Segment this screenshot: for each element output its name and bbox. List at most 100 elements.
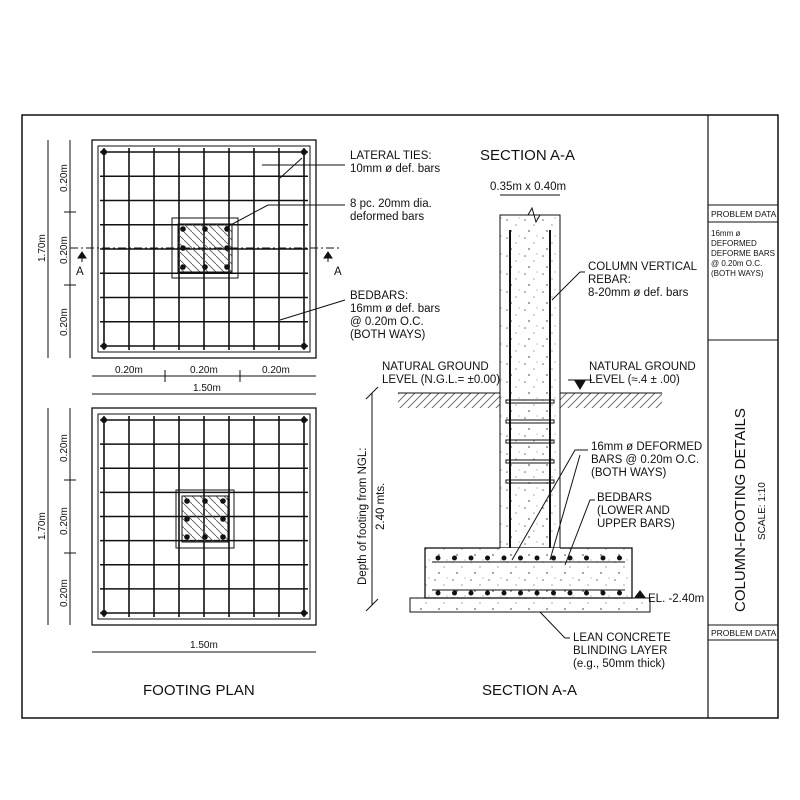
section-arrow-right xyxy=(323,251,333,262)
dim-bottom: 0.20m xyxy=(115,365,143,376)
note-line: DEFORME BARS xyxy=(711,249,775,258)
section-title-top: SECTION A-A xyxy=(480,147,575,164)
footing-plan-top: A A 1.70m 0.20m 0.20m 0.20m 0.20m 0.20m … xyxy=(37,139,440,395)
column-bar xyxy=(202,264,208,270)
dim-bottom: 0.20m xyxy=(190,365,218,376)
note-line: 16mm ø xyxy=(711,229,740,238)
label-thickness: (e.g., 50mm thick) xyxy=(573,658,665,670)
label-column-rebar-spec: 8-20mm ø def. bars xyxy=(588,287,689,299)
dim-overall-left: 1.70m xyxy=(37,512,48,540)
dim-overall-bottom: 1.50m xyxy=(193,383,221,394)
column-bar xyxy=(220,498,226,504)
bar-top xyxy=(600,555,606,561)
bar-bottom xyxy=(567,590,573,596)
corner-bar xyxy=(101,417,107,423)
note-line: (BOTH WAYS) xyxy=(711,269,764,278)
column-bar xyxy=(184,498,190,504)
label-lateral-ties-spec: 10mm ø def. bars xyxy=(350,163,440,175)
bar-top xyxy=(501,555,507,561)
bar-top xyxy=(435,555,441,561)
elevation-marker-icon xyxy=(634,590,646,598)
bar-top xyxy=(584,555,589,561)
label-deformed-bars-spacing: BARS @ 0.20m O.C. xyxy=(591,454,699,466)
footing-plan-bottom: 1.70m 0.20m 0.20m 0.20m 1.50m FOOTING PL… xyxy=(37,407,317,699)
ngl-label-right: NATURAL GROUND xyxy=(589,361,696,373)
sheet-frame xyxy=(21,114,779,719)
column-bar xyxy=(184,516,190,522)
bar-bottom xyxy=(600,590,606,596)
section-marker-left: A xyxy=(76,266,84,278)
label-bedbars-lower-upper: (LOWER AND xyxy=(597,505,670,517)
bar-top xyxy=(567,555,573,561)
bar-bottom xyxy=(468,590,474,596)
corner-bar xyxy=(101,343,107,349)
label-lateral-ties: LATERAL TIES: xyxy=(350,150,432,162)
label-bedbars: BEDBARS: xyxy=(350,290,408,302)
section-marker-right: A xyxy=(334,266,342,278)
section-title-bottom: SECTION A-A xyxy=(482,682,577,699)
bar-bottom xyxy=(435,590,441,596)
tie xyxy=(505,459,555,464)
column-bar xyxy=(184,534,190,540)
bar-bottom xyxy=(551,590,556,596)
label-bedbars-section: BEDBARS xyxy=(597,492,652,504)
column-bars xyxy=(184,498,226,540)
scale-label: SCALE: 1:10 xyxy=(757,482,768,540)
drawing-title: COLUMN-FOOTING DETAILS xyxy=(732,408,749,612)
label-bedbars-upper: UPPER BARS) xyxy=(597,518,675,530)
note-line: @ 0.20m O.C. xyxy=(711,259,762,268)
label-bedbars-spec: 16mm ø def. bars xyxy=(350,303,440,315)
note-line: DEFORMED xyxy=(711,239,757,248)
bar-bottom xyxy=(485,590,490,596)
lateral-ties xyxy=(505,399,555,484)
dim-overall-bottom: 1.50m xyxy=(190,640,218,651)
elevation-label: EL. -2.40m xyxy=(648,593,704,605)
tie xyxy=(505,439,555,444)
ngl-level-left: LEVEL (N.G.L.= ±0.00) xyxy=(382,374,500,386)
corner-bar xyxy=(101,610,107,616)
bar-top xyxy=(468,555,474,561)
depth-value: 2.40 mts. xyxy=(375,483,387,530)
problem-data-header: PROBLEM DATA xyxy=(711,209,777,219)
bar-bottom xyxy=(452,590,457,596)
tie xyxy=(505,419,555,424)
dim-left: 0.20m xyxy=(59,164,70,192)
bar-bottom xyxy=(617,590,622,596)
bar-top xyxy=(551,555,556,561)
corner-bar xyxy=(301,149,307,155)
bar-top xyxy=(534,555,540,561)
section-a-a: SECTION A-A 0.35m x 0.40m Depth of footi… xyxy=(357,147,704,699)
bar-bottom xyxy=(518,590,523,596)
title-block: PROBLEM DATA 16mm ø DEFORMED DEFORME BAR… xyxy=(711,209,777,638)
label-blinding-layer: BLINDING LAYER xyxy=(573,645,667,657)
bar-top xyxy=(617,555,622,561)
dim-left: 0.20m xyxy=(59,579,70,607)
label-column-bars-spec: deformed bars xyxy=(350,211,424,223)
depth-label: Depth of footing from NGL: xyxy=(357,448,369,585)
dim-overall-left: 1.70m xyxy=(37,234,48,262)
bar-bottom xyxy=(501,590,507,596)
bedbar-sections xyxy=(435,555,622,596)
column-bar xyxy=(202,226,208,232)
label-deformed-bars: 16mm ø DEFORMED xyxy=(591,441,702,453)
problem-data-footer: PROBLEM DATA xyxy=(711,628,777,638)
column-bar xyxy=(180,264,186,270)
level-marker-icon xyxy=(574,380,586,390)
tie xyxy=(505,479,555,484)
label-column-bars: 8 pc. 20mm dia. xyxy=(350,198,432,210)
ngl-level-right: LEVEL (≈.4 ± .00) xyxy=(589,374,680,386)
dim-left: 0.20m xyxy=(59,434,70,462)
dim-bottom: 0.20m xyxy=(262,365,290,376)
bar-top xyxy=(485,555,490,561)
label-deformed-bars-both: (BOTH WAYS) xyxy=(591,467,667,479)
ngl-label-left: NATURAL GROUND xyxy=(382,361,489,373)
dim-left: 0.20m xyxy=(59,236,70,264)
corner-bar xyxy=(301,610,307,616)
label-bedbars-spacing: @ 0.20m O.C. xyxy=(350,316,424,328)
dim-left: 0.20m xyxy=(59,507,70,535)
column-bar xyxy=(202,534,208,540)
section-arrow-left xyxy=(77,251,87,262)
label-lean-concrete: LEAN CONCRETE xyxy=(573,632,671,644)
bar-bottom xyxy=(584,590,589,596)
